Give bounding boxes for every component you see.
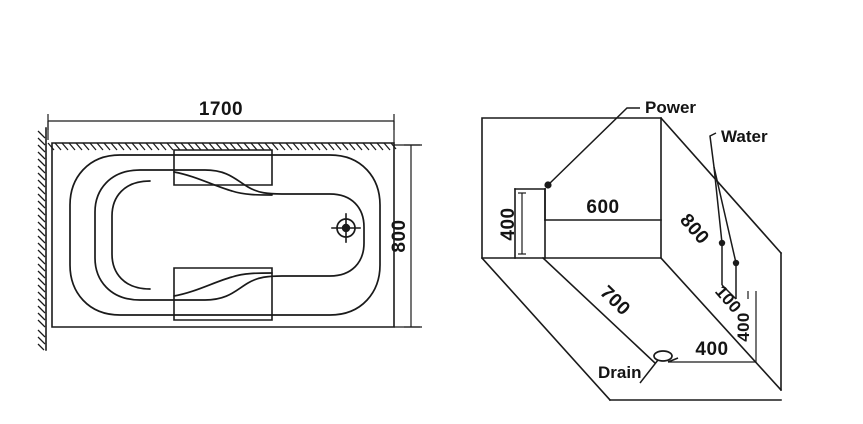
grab-handle-top-contour (173, 171, 273, 196)
dimension-800-label: 800 (389, 219, 410, 252)
grab-handle-top (173, 149, 273, 186)
drain-leader-line (639, 359, 659, 384)
dimension-600-label: 600 (586, 197, 619, 218)
power-label: Power (645, 98, 696, 117)
iso-inner-rim-edge-700 (541, 256, 657, 365)
plan-outer-rectangle (51, 142, 395, 328)
drain-label: Drain (598, 363, 641, 382)
water-label: Water (721, 127, 768, 146)
water-leader-stem (709, 132, 717, 168)
dimension-1700-label: 1700 (199, 99, 243, 120)
dimension-700-label: 700 (596, 282, 634, 320)
iso-bottom-left-edge (480, 256, 612, 402)
tub-outer-rim (69, 154, 381, 316)
water-leader-branch-2 (713, 166, 737, 299)
iso-view-group: 400 600 Power Water (480, 98, 783, 402)
dimension-1700: 1700 (47, 99, 395, 143)
water-inlet-tie-line (721, 284, 737, 300)
dimension-400-apron-label: 400 (498, 207, 519, 240)
water-inlet-node-2 (732, 259, 740, 267)
iso-top-right-edge (659, 116, 783, 255)
callout-drain: Drain (598, 350, 673, 384)
tub-seat-contour (111, 180, 151, 290)
dimension-400-drain-offset: 400 (667, 339, 756, 363)
dimension-400-side: 400 (734, 291, 757, 363)
dimension-400-drain-label: 400 (695, 339, 728, 360)
wall-hatch-left (37, 130, 46, 351)
drain-hole-ellipse (653, 350, 673, 362)
iso-bottom-right-edge (659, 256, 783, 392)
dimension-800-iso-label: 800 (675, 210, 713, 249)
wall-hatch-top (47, 142, 397, 151)
callout-power: Power (544, 98, 696, 189)
dimension-100-label: 100 (711, 282, 745, 317)
tub-inner-basin (94, 169, 365, 301)
power-leader-line (547, 107, 640, 186)
dimension-400-drain-arrow (667, 357, 679, 363)
grab-handle-bottom-contour (173, 272, 273, 297)
dimension-400-side-label: 400 (734, 312, 753, 342)
dimension-400-apron: 400 (498, 192, 526, 255)
drain-crosshair-icon (331, 213, 361, 243)
water-inlet-node-1 (718, 239, 726, 247)
plan-view-group: 1700 800 (37, 99, 422, 351)
callout-water: Water (709, 127, 768, 300)
grab-handle-bottom (173, 267, 273, 321)
